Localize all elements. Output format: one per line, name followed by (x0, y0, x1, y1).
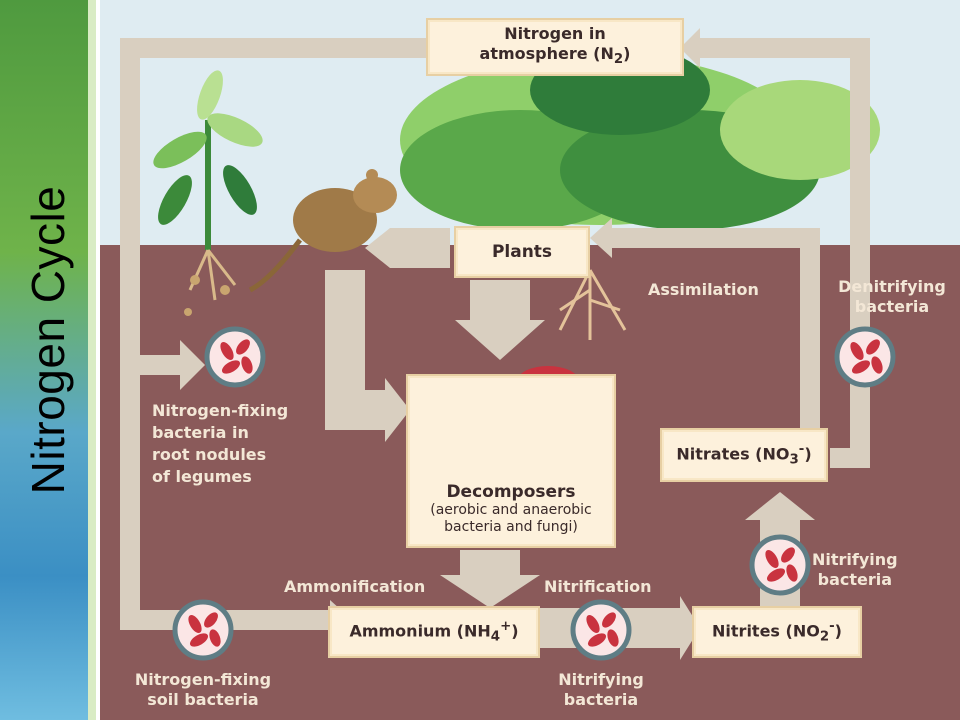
nitrites-superscript: - (829, 619, 835, 635)
fixing-root-line2: bacteria in (152, 423, 249, 442)
fixing-soil-line1: Nitrogen-fixing (134, 670, 272, 689)
nitrifying-right-line1: Nitrifying (812, 550, 898, 569)
fixing-root-line1: Nitrogen-fixing (152, 401, 289, 420)
fixing-root-line3: root nodules (152, 445, 267, 464)
decomposers-line2: (aerobic and anaerobic (430, 502, 592, 518)
denitrifying-bacteria-icon (837, 329, 893, 385)
atmosphere-box: Nitrogen in atmosphere (N2) (426, 18, 684, 76)
ammonium-end: ) (511, 621, 519, 641)
plants-label: Plants (491, 242, 553, 262)
nitrites-formula: Nitrites (NO2-) (712, 619, 842, 645)
denitrifying-bacteria-label: Denitrifying bacteria (830, 277, 954, 317)
nitrifying-bacteria-right-label: Nitrifying bacteria (812, 550, 898, 590)
decomposers-title: Decomposers (446, 482, 576, 502)
ammonium-subscript: 4 (490, 629, 501, 645)
nitrifying-bottom-line2: bacteria (563, 690, 639, 709)
nitrates-text: Nitrates (NO (676, 444, 790, 464)
nitrates-formula: Nitrates (NO3-) (676, 442, 811, 468)
nitrates-superscript: - (798, 442, 805, 458)
sidebar-edge (88, 0, 96, 720)
nitrates-subscript: 3 (789, 452, 799, 468)
nitrogen-fixing-soil-bacteria-icon (175, 602, 231, 658)
nitrites-box: Nitrites (NO2-) (692, 606, 862, 658)
nitrifying-bacteria-bottom-label: Nitrifying bacteria (556, 670, 646, 710)
decomposers-line3: bacteria and fungi) (444, 519, 578, 535)
plant-roots-illustration (558, 269, 627, 340)
nitrites-end: ) (834, 621, 842, 641)
slide-sidebar (0, 0, 96, 720)
ammonification-label: Ammonification (284, 577, 426, 596)
nitrites-text: Nitrites (NO (712, 621, 820, 641)
nitrogen-fixing-root-bacteria-icon (207, 329, 263, 385)
ammonium-text: Ammonium (NH (349, 621, 491, 641)
nitrogen-fixing-root-label: Nitrogen-fixing bacteria in root nodules… (152, 400, 288, 488)
fixing-root-line4: of legumes (152, 467, 252, 486)
atmosphere-line1: Nitrogen in (504, 23, 606, 43)
nitrifying-bacteria-right-icon (752, 537, 808, 593)
atmosphere-line2: atmosphere (N2) (480, 44, 631, 70)
denitrifying-line2: bacteria (854, 297, 930, 316)
cycle-arrows (120, 28, 870, 660)
assimilation-label: Assimilation (648, 280, 759, 299)
fixing-soil-line2: soil bacteria (147, 690, 259, 709)
nitrifying-bottom-line1: Nitrifying (558, 670, 644, 689)
decomposers-box: Decomposers (aerobic and anaerobic bacte… (406, 374, 616, 548)
nitrites-subscript: 2 (819, 629, 830, 645)
nitrates-box: Nitrates (NO3-) (660, 428, 828, 482)
plants-box: Plants (454, 226, 590, 278)
atmosphere-text: atmosphere (N (479, 43, 614, 63)
atmosphere-end: ) (623, 43, 631, 63)
nitrifying-right-line2: bacteria (817, 570, 893, 589)
nitrification-label: Nitrification (544, 577, 652, 596)
legume-plant-illustration (153, 70, 263, 316)
nitrates-end: ) (804, 444, 812, 464)
ammonium-formula: Ammonium (NH4+) (349, 619, 518, 645)
ammonium-superscript: + (500, 619, 512, 635)
nitrifying-bacteria-bottom-icon (573, 602, 629, 658)
nitrogen-fixing-soil-label: Nitrogen-fixing soil bacteria (130, 670, 276, 710)
rodent-illustration (248, 169, 397, 293)
ammonium-box: Ammonium (NH4+) (328, 606, 540, 658)
atmosphere-subscript: 2 (613, 52, 624, 68)
denitrifying-line1: Denitrifying (838, 277, 946, 296)
